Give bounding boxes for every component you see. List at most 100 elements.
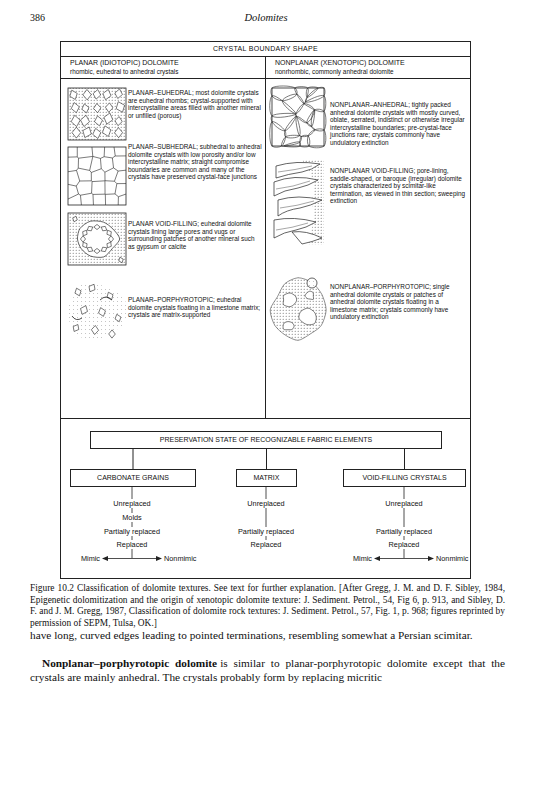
anhedral-crystal (284, 116, 300, 138)
state-link (404, 536, 405, 540)
node-heading: NONPLANAR (XENOTOPIC) DOLOMITE (275, 59, 405, 67)
dolomite-rhomb (80, 306, 87, 315)
replacement-type: Nonmimic (164, 554, 214, 563)
state-link (266, 536, 267, 540)
dolomite-rhomb (101, 247, 107, 251)
tree-connector (133, 449, 134, 469)
limestone-matrix (270, 278, 326, 341)
preservation-state: Replaced (82, 540, 182, 549)
node-heading: PRESERVATION STATE OF RECOGNIZABLE FABRI… (160, 436, 373, 444)
dolomite-rhomb (83, 127, 91, 138)
anhedral-crystal (300, 135, 310, 147)
dolomite-rhomb (115, 117, 122, 126)
sweeping-extinction-line (276, 223, 308, 230)
state-link (132, 487, 133, 499)
dolomite-rhomb (107, 230, 111, 236)
dolomite-rhomb (71, 103, 79, 113)
dolomite-rhomb (105, 103, 113, 112)
dolomite-rhomb (94, 224, 100, 229)
dolomite-rhomb (71, 115, 80, 126)
figure-caption: Figure 10.2 Classification of dolomite t… (30, 583, 505, 629)
texture-description: NONPLANAR–ANHEDRAL; tightly packed anhed… (330, 101, 466, 146)
dolomite-rhomb (93, 90, 101, 100)
arrow-head (156, 556, 162, 561)
arrow-head (428, 556, 434, 561)
dolomite-rhomb (70, 90, 77, 99)
texture-description: PLANAR–PORPHYROTOPIC; euhedral dolomite … (128, 296, 262, 319)
section-divider (60, 418, 470, 419)
arrow-head (374, 556, 380, 561)
mimic-arrow-shaft (106, 558, 158, 559)
anhedral-crystal (282, 94, 304, 113)
dolomite-rhomb (91, 325, 98, 334)
dolomite-rhomb (115, 314, 121, 321)
anhedral-crystal (270, 96, 296, 118)
dolomite-rhomb (80, 115, 89, 126)
anhedral-patch (305, 291, 314, 299)
node-heading: MATRIX (254, 474, 280, 482)
dolomite-rhomb (116, 102, 124, 113)
state-link (266, 508, 267, 527)
tree-connector (266, 449, 267, 469)
preservation-state: Unreplaced (354, 499, 454, 508)
shell-fragment (100, 297, 112, 300)
running-head: Dolomites (216, 12, 316, 23)
dolomite-rhomb (87, 247, 93, 251)
header-band: CRYSTAL BOUNDARY SHAPE (60, 41, 471, 57)
state-link (404, 549, 405, 558)
texture-sketch-frame (68, 88, 126, 140)
state-link (404, 508, 405, 527)
column-header: NONPLANAR (XENOTOPIC) DOLOMITEnonrhombic… (265, 56, 471, 79)
sweeping-extinction-line (280, 201, 314, 208)
saddle-crystal (274, 177, 318, 196)
replacement-type: Mimic (50, 554, 100, 563)
saddle-crystal (292, 232, 322, 244)
preservation-state: Partially replaced (82, 527, 182, 536)
category-box: PRESERVATION STATE OF RECOGNIZABLE FABRI… (90, 431, 442, 449)
fabric-element-box: MATRIX (236, 469, 297, 487)
dolomite-rhomb (83, 230, 87, 236)
preservation-state: Replaced (354, 540, 454, 549)
anhedral-crystal (270, 122, 286, 148)
anhedral-crystal (295, 87, 309, 104)
dolomite-rhomb (119, 257, 123, 263)
dolomite-rhomb (72, 127, 81, 138)
node-subtext: nonrhombic, commonly anhedral dolomite (275, 68, 394, 76)
dolomite-rhomb (115, 89, 123, 99)
anhedral-crystal (304, 95, 326, 111)
dolomite-rhomb (80, 236, 85, 242)
dolomite-rhomb (93, 128, 101, 138)
preservation-state: Partially replaced (216, 527, 316, 536)
state-link (266, 487, 267, 499)
dolomite-rhomb (104, 113, 113, 124)
preservation-state: Molds (82, 513, 182, 522)
crystal-boundaries (68, 147, 126, 205)
saddle-dolomite-sketch (274, 160, 324, 245)
saddle-crystal (276, 162, 320, 178)
replacement-type: Mimic (322, 554, 372, 563)
node-heading: VOID-FILLING CRYSTALS (362, 474, 446, 482)
texture-sketch-frame (68, 147, 126, 205)
dolomite-rhomb (89, 284, 95, 291)
dolomite-rhomb (94, 248, 100, 253)
texture-description: NONPLANAR VOID-FILLING; pore-lining, sad… (330, 167, 466, 205)
dolomite-rhomb (83, 90, 91, 100)
replacement-type: Nonmimic (436, 554, 486, 563)
dolomite-rhomb (73, 216, 78, 222)
preservation-state: Replaced (216, 540, 316, 549)
dolomite-rhomb (101, 226, 107, 230)
fabric-element-box: CARBONATE GRAINS (70, 469, 196, 487)
texture-description: NONPLANAR–PORPHYROTOPIC; single anhedral… (330, 283, 466, 321)
arrow-head (102, 556, 108, 561)
state-link (132, 522, 133, 527)
dolomite-rhomb (102, 126, 111, 137)
dolomite-rhomb (87, 226, 93, 230)
dolomite-rhomb (115, 128, 123, 138)
sweeping-extinction-line (278, 166, 312, 172)
anhedral-crystal (307, 110, 315, 127)
node-heading: PLANAR (IDIOTOPIC) DOLOMITE (70, 59, 179, 67)
node-heading: CARBONATE GRAINS (97, 474, 169, 482)
preservation-state: Partially replaced (354, 527, 454, 536)
tree-connector (404, 449, 405, 469)
